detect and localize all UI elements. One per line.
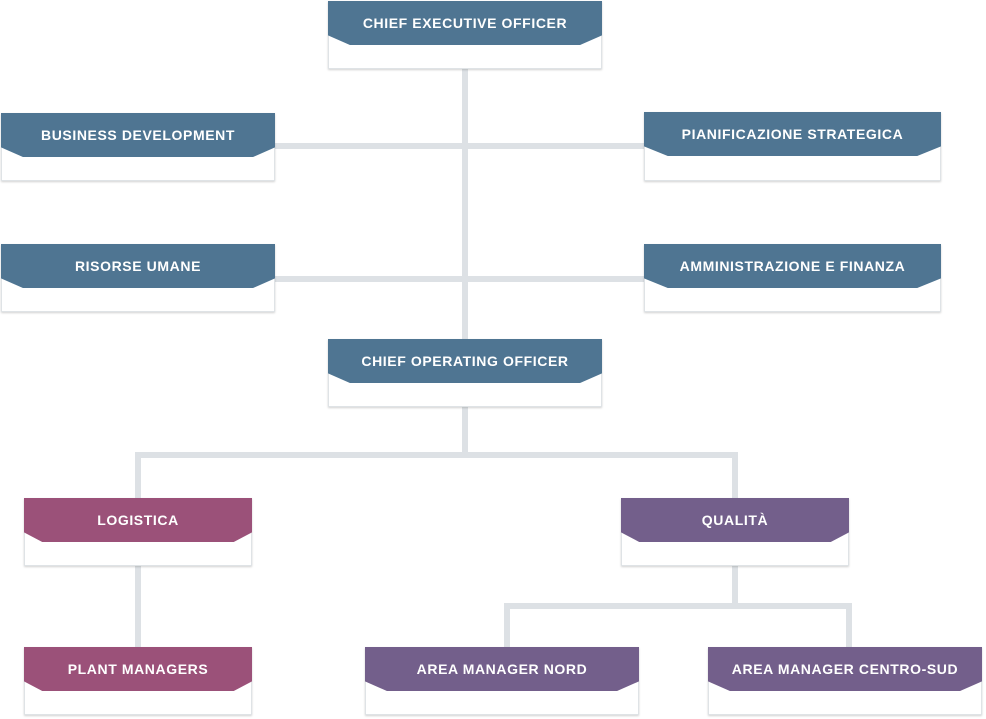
node-quality-label: QUALITÀ	[621, 498, 849, 542]
node-plant-managers: PLANT MANAGERS	[24, 647, 252, 715]
node-logistics-label: LOGISTICA	[24, 498, 252, 542]
node-quality: QUALITÀ	[621, 498, 849, 566]
node-strategic-planning-label: PIANIFICAZIONE STRATEGICA	[644, 112, 941, 156]
node-strategic-planning: PIANIFICAZIONE STRATEGICA	[644, 112, 941, 181]
node-area-manager-north-label: AREA MANAGER NORD	[365, 647, 639, 691]
node-coo-label: CHIEF OPERATING OFFICER	[328, 339, 602, 383]
node-administration-finance-label: AMMINISTRAZIONE E FINANZA	[644, 244, 941, 288]
node-business-development-label: BUSINESS DEVELOPMENT	[1, 113, 275, 157]
node-business-development: BUSINESS DEVELOPMENT	[1, 113, 275, 181]
node-ceo-label: CHIEF EXECUTIVE OFFICER	[328, 1, 602, 45]
node-area-manager-center-south: AREA MANAGER CENTRO-SUD	[708, 647, 982, 715]
node-ceo: CHIEF EXECUTIVE OFFICER	[328, 1, 602, 69]
node-area-manager-center-south-label: AREA MANAGER CENTRO-SUD	[708, 647, 982, 691]
node-logistics: LOGISTICA	[24, 498, 252, 566]
node-human-resources: RISORSE UMANE	[1, 244, 275, 312]
node-coo: CHIEF OPERATING OFFICER	[328, 339, 602, 407]
node-human-resources-label: RISORSE UMANE	[1, 244, 275, 288]
node-area-manager-north: AREA MANAGER NORD	[365, 647, 639, 715]
node-plant-managers-label: PLANT MANAGERS	[24, 647, 252, 691]
node-administration-finance: AMMINISTRAZIONE E FINANZA	[644, 244, 941, 312]
